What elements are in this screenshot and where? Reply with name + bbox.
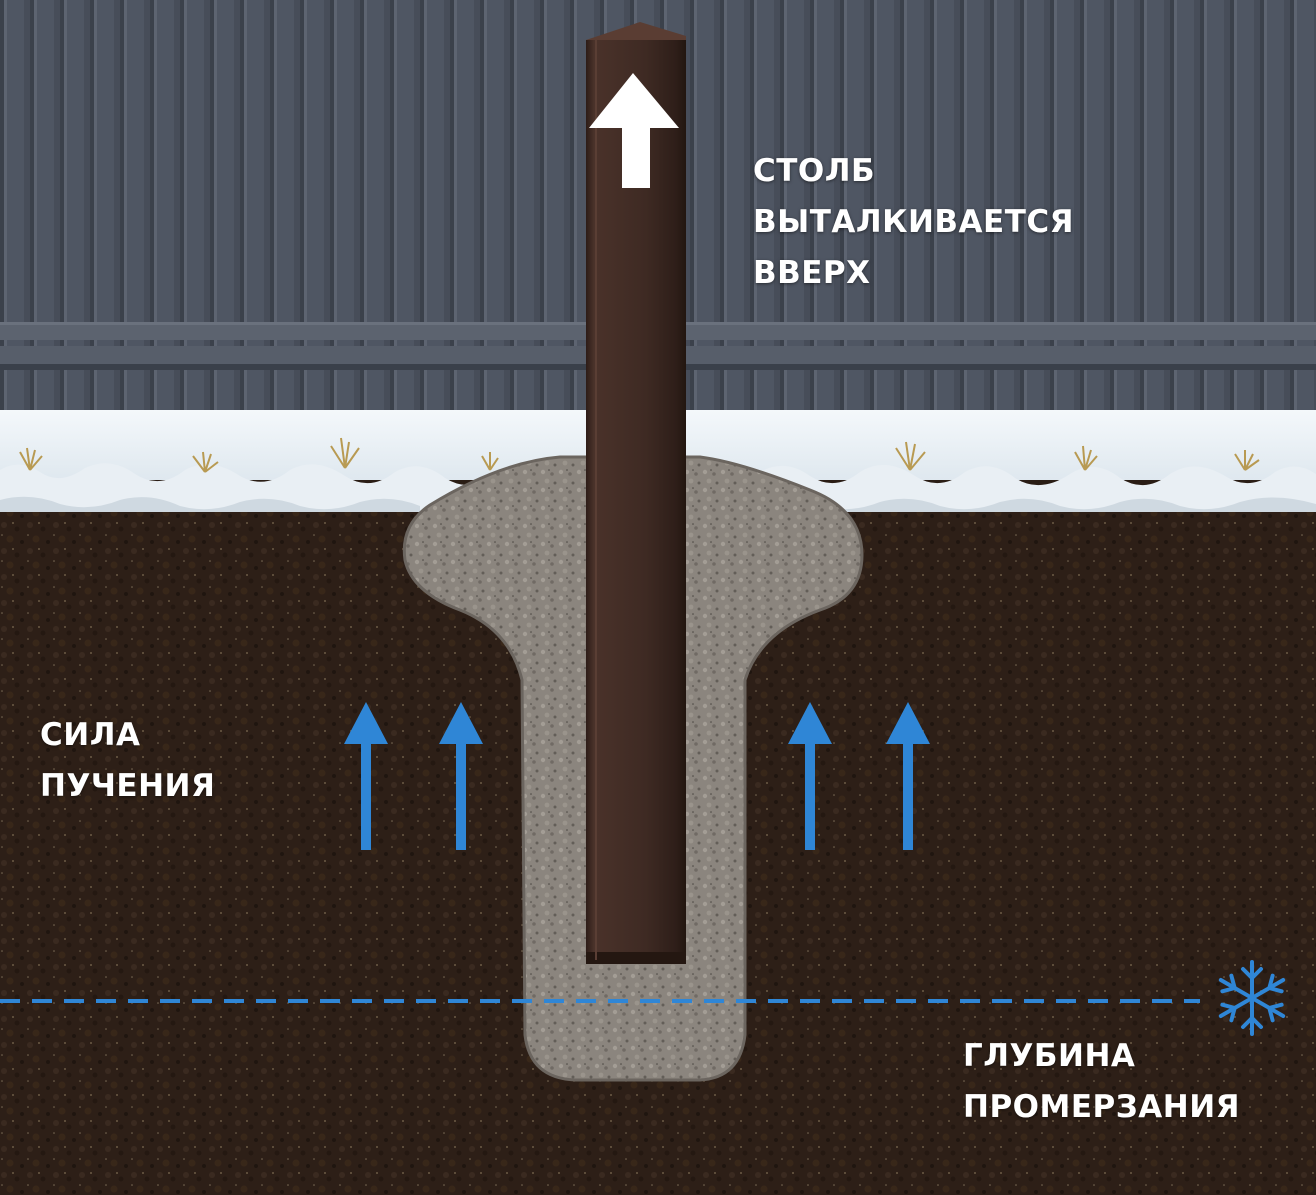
heave-force-line-2: ПУЧЕНИЯ xyxy=(40,768,216,804)
post-pushed-line-1: СТОЛБ xyxy=(753,153,876,189)
post-pushed-line-3: ВВЕРХ xyxy=(753,255,871,291)
heave-force-label: СИЛА ПУЧЕНИЯ xyxy=(40,710,215,812)
freeze-depth-line-2: ПРОМЕРЗАНИЯ xyxy=(963,1089,1241,1125)
blue-up-arrow-icon xyxy=(344,702,388,850)
white-up-arrow-icon xyxy=(589,73,679,188)
heave-force-line-1: СИЛА xyxy=(40,717,141,753)
grass-tufts xyxy=(19,437,1260,473)
freeze-depth-line-1: ГЛУБИНА xyxy=(963,1038,1136,1074)
blue-up-arrow-icon xyxy=(788,702,832,850)
blue-up-arrow-icon xyxy=(439,702,483,850)
snowflake-icon xyxy=(1218,960,1286,1036)
post-pushed-label: СТОЛБ ВЫТАЛКИВАЕТСЯ ВВЕРХ xyxy=(753,146,1074,299)
heave-arrows xyxy=(344,702,930,850)
wooden-post xyxy=(586,22,686,964)
freeze-depth-label: ГЛУБИНА ПРОМЕРЗАНИЯ xyxy=(963,1031,1240,1133)
blue-up-arrow-icon xyxy=(886,702,930,850)
post-pushed-line-2: ВЫТАЛКИВАЕТСЯ xyxy=(753,204,1074,240)
